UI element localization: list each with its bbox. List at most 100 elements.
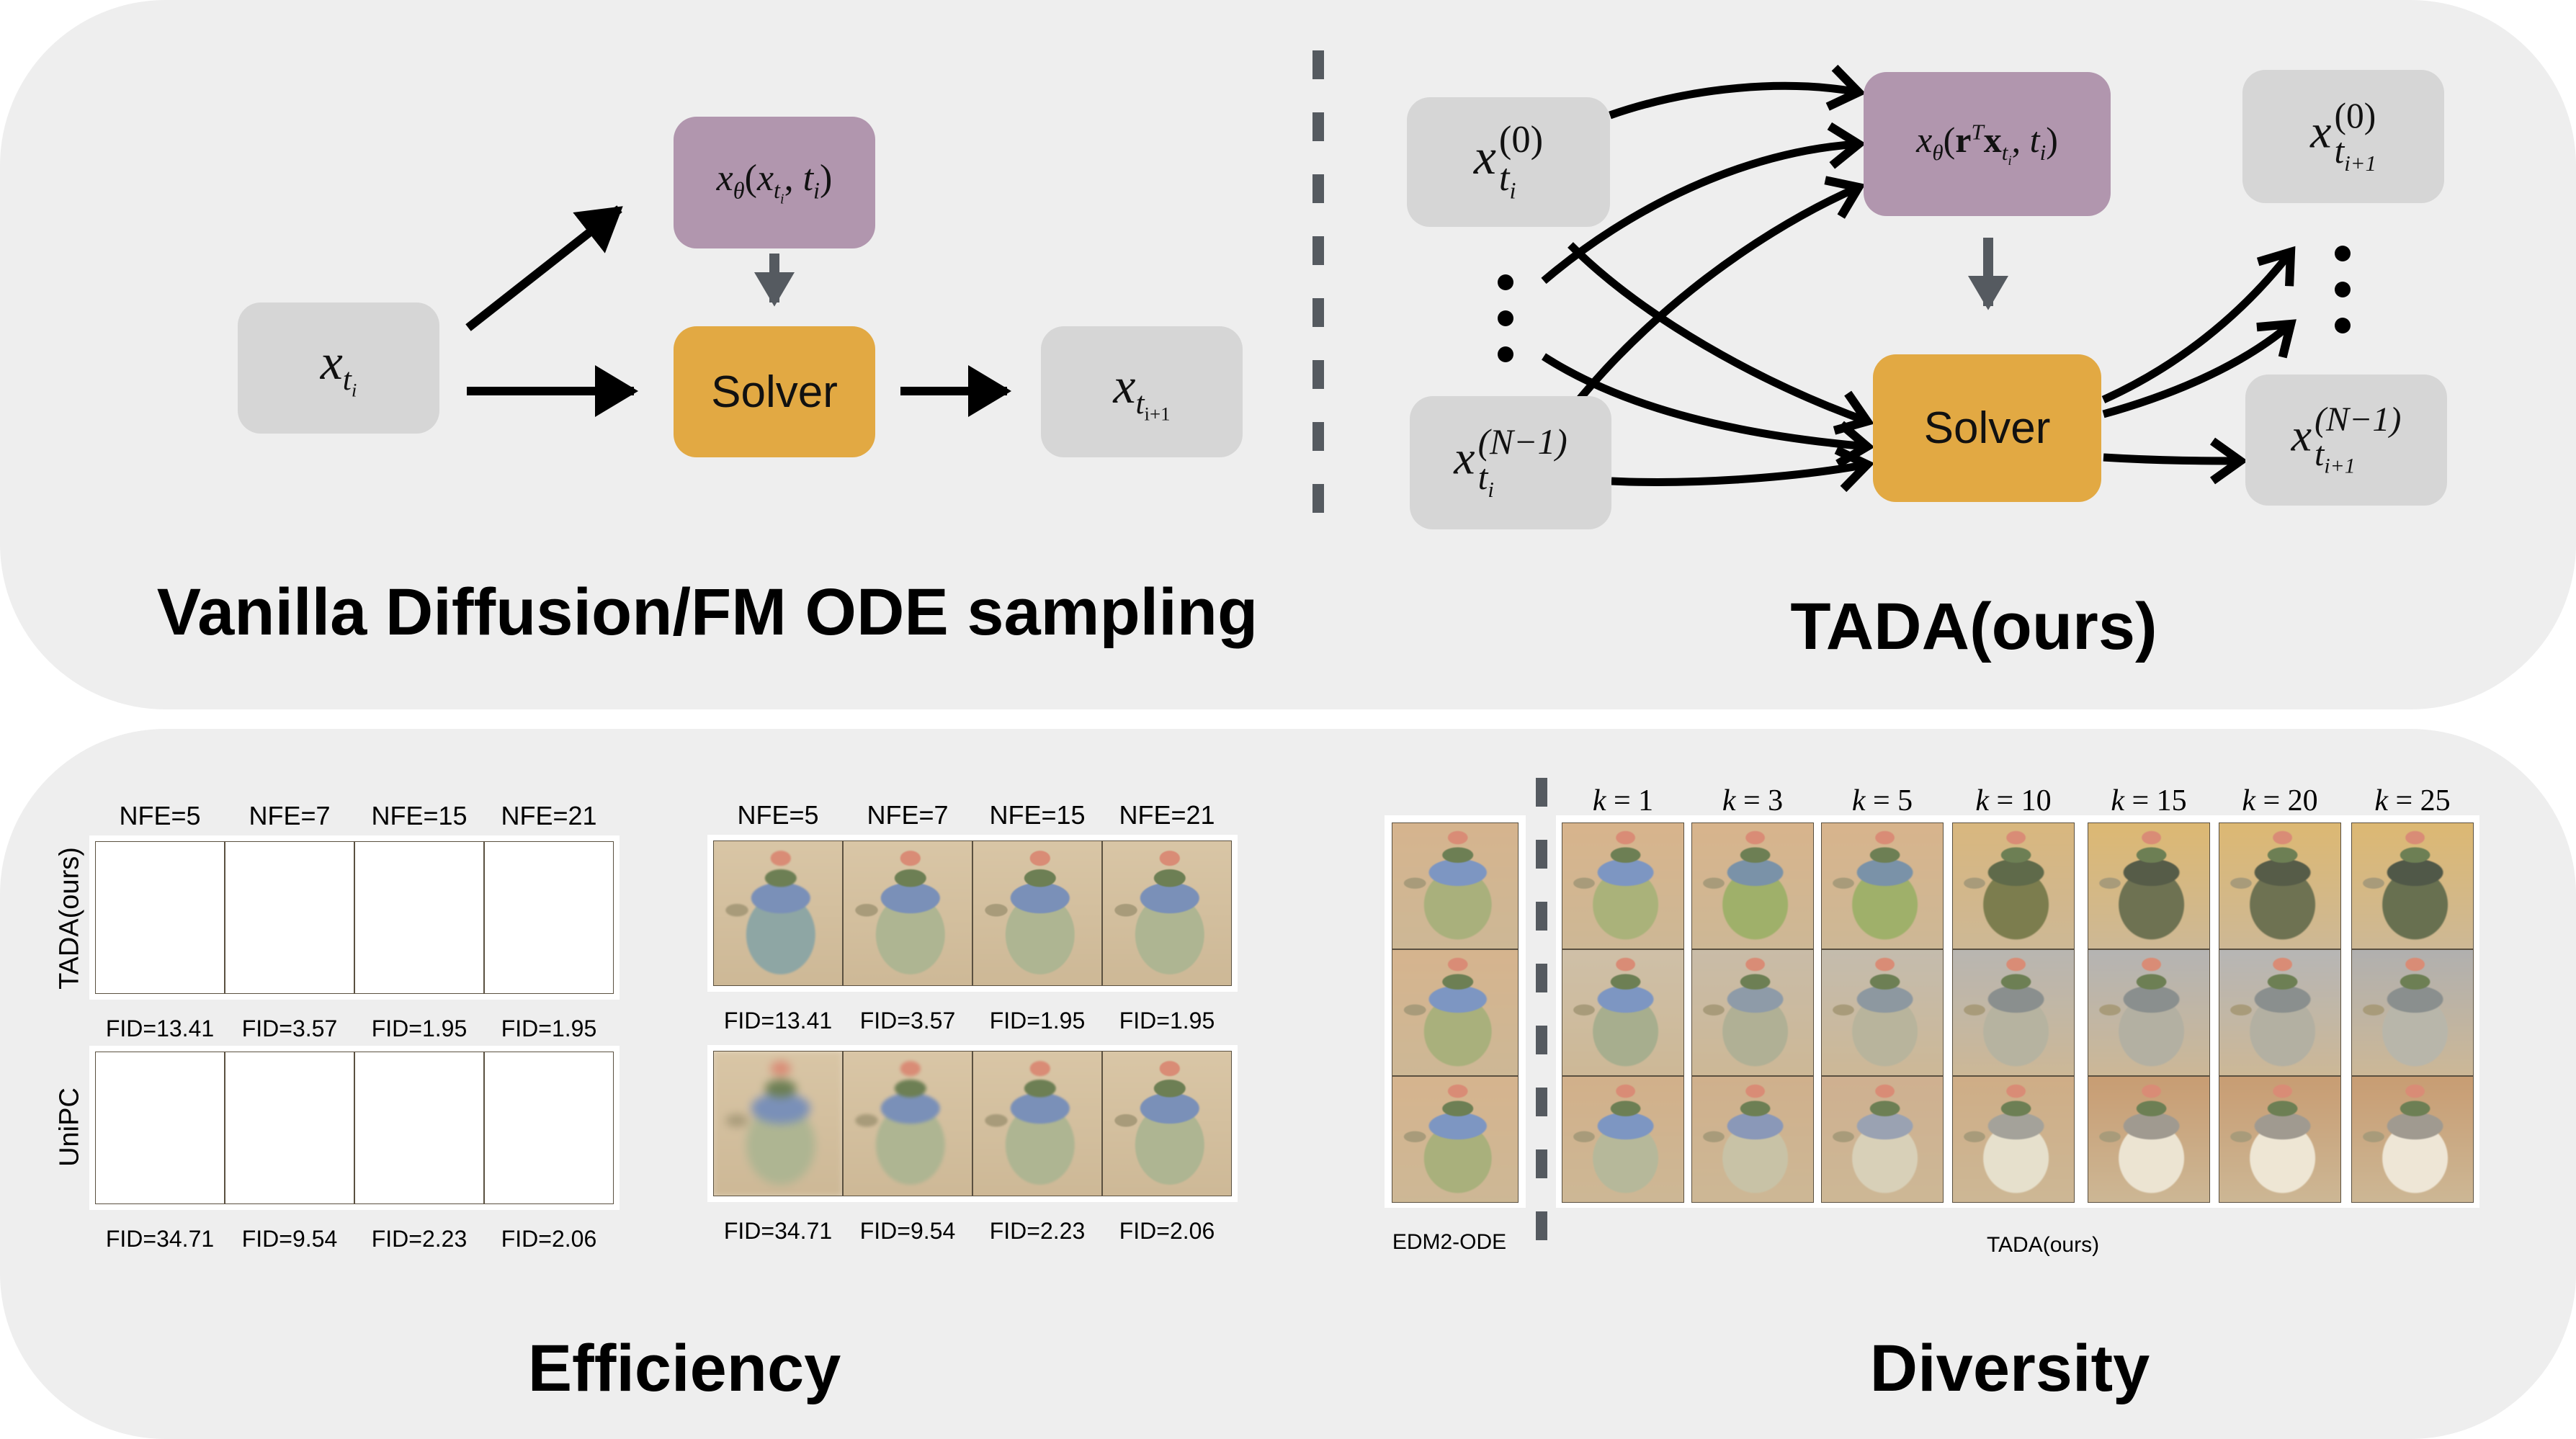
k-equals: = [2255, 784, 2288, 817]
tada-input-n-sup: (N−1) [1477, 421, 1567, 462]
model-close-paren: ) [819, 158, 833, 200]
row-label-tada: TADA(ours) [54, 847, 85, 990]
tada-diversity-sample-image [1952, 822, 2075, 949]
tada-input-node-0: x(0)ti [1407, 97, 1610, 227]
k-variable: k [2111, 784, 2124, 817]
model-theta: θ [733, 177, 745, 204]
tada-input-n-subsub: i [1488, 478, 1494, 503]
input-node-subsub: i [351, 379, 357, 401]
teapot-nfe-label: NFE=21 [1119, 800, 1215, 830]
output-ellipsis-icon [2335, 246, 2351, 333]
divider-dash [1536, 1211, 1547, 1240]
tada-diversity-sample-image [2088, 822, 2210, 949]
tada-diversity-sample-image [2219, 822, 2341, 949]
teapot-tada-fid-label: FID=13.41 [723, 1008, 833, 1034]
tada-diversity-sample-image [2351, 949, 2474, 1076]
teapot-unipc-sample-image [972, 1051, 1102, 1196]
tada-output-n-symbol: x [2291, 409, 2312, 461]
model-arg1: x [756, 158, 774, 200]
arrow-x0-to-solver [1567, 242, 1874, 435]
tada-diversity-sample-image [1691, 822, 1814, 949]
tada-diversity-label: TADA(ours) [1986, 1233, 2100, 1257]
teapot-tada-fid-label: FID=1.95 [1119, 1008, 1215, 1034]
tada-diversity-sample-image [1562, 1076, 1684, 1203]
divider-dash [1312, 422, 1324, 451]
teapot-unipc-fid-label: FID=9.54 [859, 1218, 956, 1244]
teapot-unipc-sample-image [713, 1051, 843, 1196]
model-comma: , [784, 158, 803, 200]
tada-model-close-paren: ) [2046, 119, 2058, 160]
dog-nfe-label: NFE=5 [119, 801, 201, 830]
k-label: k = 3 [1722, 784, 1783, 818]
arrow-solver-to-dots [2102, 319, 2297, 418]
tada-model-transpose: T [1971, 119, 1984, 145]
tada-arrows [1541, 64, 2297, 493]
vanilla-model-node: xθ(xti, ti) [674, 117, 875, 248]
dog-tada-sample-image [225, 841, 354, 994]
k-label: k = 25 [2374, 784, 2450, 818]
tada-model-arg2-sub: i [2039, 139, 2047, 165]
arrow-input-to-model [465, 205, 623, 331]
tada-model-arg2: t [2029, 119, 2040, 160]
divider-dash [1536, 1088, 1547, 1116]
vanilla-output-node: xti+1 [1041, 326, 1243, 457]
divider-dash [1312, 50, 1324, 79]
edm2-sample-image [1392, 949, 1519, 1076]
tada-input-n-sub: t [1477, 457, 1488, 498]
input-node-symbol: x [320, 335, 343, 391]
tada-output-node-n: x(N−1)ti+1 [2245, 375, 2447, 506]
tada-diversity-sample-image [1691, 1076, 1814, 1203]
tada-input-0-sub: t [1498, 156, 1510, 199]
divider-dash [1312, 360, 1324, 389]
k-value: 25 [2420, 784, 2451, 817]
tada-diversity-sample-image [2088, 1076, 2210, 1203]
k-label: k = 20 [2242, 784, 2317, 818]
tada-diversity-sample-image [2088, 949, 2210, 1076]
tada-title: TADA(ours) [1790, 590, 2157, 663]
k-equals: = [1606, 784, 1639, 817]
teapot-unipc-fid-label: FID=34.71 [723, 1218, 833, 1244]
dog-tada-fid-label: FID=1.95 [371, 1016, 468, 1041]
vanilla-title: Vanilla Diffusion/FM ODE sampling [156, 575, 1258, 649]
k-equals: = [1865, 784, 1898, 817]
tada-diversity-sample-image [1821, 822, 1944, 949]
divider-dash [1312, 174, 1324, 203]
tada-output-0-subsub: i+1 [2344, 151, 2376, 176]
dog-unipc-sample-image [95, 1052, 225, 1204]
divider-dash [1536, 902, 1547, 931]
teapot-tada-sample-image [843, 840, 972, 986]
model-arg1-subsub: i [780, 191, 784, 207]
k-equals: = [1735, 784, 1768, 817]
tada-diversity-sample-image [2219, 949, 2341, 1076]
tada-output-n-sub: t [2315, 435, 2325, 474]
tada-model-subsub: i [2008, 153, 2012, 169]
teapot-unipc-fid-label: FID=2.06 [1119, 1218, 1215, 1244]
tada-diversity-sample-image [2351, 822, 2474, 949]
tada-solver-node: Solver [1873, 354, 2101, 502]
k-equals: = [1988, 784, 2021, 817]
tada-input-0-sup: (0) [1498, 119, 1544, 161]
teapot-unipc-sample-image [1102, 1051, 1232, 1196]
dog-tada-fid-label: FID=3.57 [241, 1016, 338, 1041]
k-value: 5 [1897, 784, 1913, 817]
k-variable: k [2374, 784, 2388, 817]
k-value: 10 [2021, 784, 2052, 817]
teapot-tada-fid-label: FID=1.95 [989, 1008, 1086, 1034]
tada-output-0-symbol: x [2310, 105, 2332, 158]
divider-dash [1312, 298, 1324, 327]
divider-dash [1536, 778, 1547, 807]
model-arg2-sub: i [813, 177, 820, 204]
tada-input-node-n: x(N−1)ti [1410, 396, 1611, 529]
tada-model-sub: t [2001, 139, 2008, 165]
arrow-solver-to-outN [2103, 437, 2248, 485]
tada-output-node-0: x(0)ti+1 [2242, 70, 2444, 203]
dog-unipc-fid-label: FID=34.71 [105, 1226, 215, 1252]
tada-output-n-subsub: i+1 [2324, 454, 2356, 478]
tada-model-comma: , [2011, 119, 2030, 160]
k-variable: k [1592, 784, 1606, 817]
vanilla-input-node: xti [238, 302, 439, 434]
dog-tada-sample-image [354, 841, 484, 994]
edm2-label: EDM2-ODE [1392, 1230, 1507, 1254]
output-node-subsub: i+1 [1144, 403, 1171, 425]
